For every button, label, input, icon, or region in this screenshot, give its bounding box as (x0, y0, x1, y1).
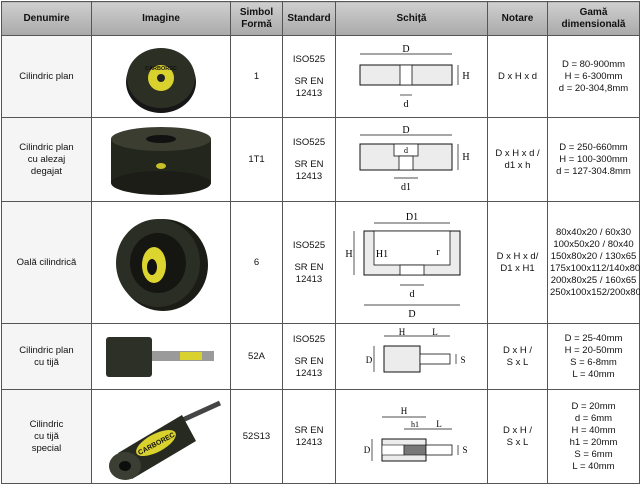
svg-text:L: L (432, 327, 438, 337)
sketch-cell: H L D S (335, 323, 488, 390)
product-image (91, 117, 231, 202)
svg-text:D: D (402, 44, 409, 55)
header-schita: Schiță (335, 1, 488, 36)
product-image: CARBOREC (91, 35, 231, 118)
sketch-cylinder-recess: D H d d1 (359, 125, 469, 193)
header-denumire: Denumire (1, 1, 92, 36)
sketch-cell: H h1 L D S (335, 389, 488, 484)
svg-text:d: d (403, 99, 408, 110)
sketch-cell: D1 H H1 r d D (335, 201, 488, 324)
mounted-point-image (106, 336, 214, 377)
svg-text:d: d (409, 289, 414, 300)
svg-text:D: D (408, 309, 415, 320)
symbol-cell: 1 (230, 35, 283, 118)
notation-cell: D x H x d/D1 x H1 (487, 201, 548, 324)
symbol-cell: 52S13 (230, 389, 283, 484)
symbol-cell: 6 (230, 201, 283, 324)
header-gama-line1: Gamă (579, 6, 608, 18)
svg-text:H: H (345, 249, 352, 260)
product-image (91, 201, 231, 324)
svg-text:H: H (398, 327, 405, 337)
sketch-cell: D H d (335, 35, 488, 118)
symbol-cell: 52A (230, 323, 283, 390)
svg-text:D: D (402, 125, 409, 136)
svg-text:S: S (460, 355, 465, 365)
notation-cell: D x H /S x L (487, 389, 548, 484)
svg-text:H: H (400, 406, 407, 416)
notation-cell: D x H x d (487, 35, 548, 118)
product-image: CARBOREC (91, 389, 231, 484)
svg-text:H: H (462, 71, 469, 82)
sketch-cup-wheel: D1 H H1 r d D (345, 212, 460, 320)
row-name: Oală cilindrică (1, 201, 92, 324)
notation-cell: D x H /S x L (487, 323, 548, 390)
row-name: Cilindric plan (1, 35, 92, 118)
header-simbol-line2: Formă (241, 18, 272, 30)
svg-text:H: H (462, 152, 469, 163)
header-notare: Notare (487, 1, 548, 36)
svg-text:L: L (436, 419, 442, 429)
svg-text:d: d (404, 146, 408, 155)
svg-text:S: S (462, 445, 467, 455)
mounted-point-special-image: CARBOREC (109, 400, 222, 480)
symbol-cell: 1T1 (230, 117, 283, 202)
sketch-cell: D H d d1 (335, 117, 488, 202)
svg-text:r: r (436, 247, 440, 258)
grinding-wheel-image (116, 218, 208, 311)
grinding-wheel-image: CARBOREC (126, 47, 196, 113)
header-standard: Standard (282, 1, 336, 36)
svg-text:h1: h1 (411, 420, 419, 429)
sketch-mounted-point: H L D S (365, 327, 465, 372)
svg-text:CARBOREC: CARBOREC (145, 66, 177, 72)
header-simbol-line1: Simbol (239, 6, 274, 18)
grinding-wheel-image (111, 126, 211, 195)
header-gama-line2: dimensională (561, 18, 626, 30)
notation-cell: D x H x d /d1 x h (487, 117, 548, 202)
sketch-mounted-point-special: H h1 L D S (363, 406, 467, 461)
svg-text:d1: d1 (401, 182, 411, 193)
svg-text:H1: H1 (375, 249, 387, 260)
svg-text:D1: D1 (405, 212, 417, 223)
sketch-cylinder-flat: D H d (359, 44, 469, 110)
svg-text:D: D (363, 445, 370, 455)
svg-text:D: D (365, 355, 372, 365)
product-image (91, 323, 231, 390)
header-imagine: Imagine (91, 1, 231, 36)
